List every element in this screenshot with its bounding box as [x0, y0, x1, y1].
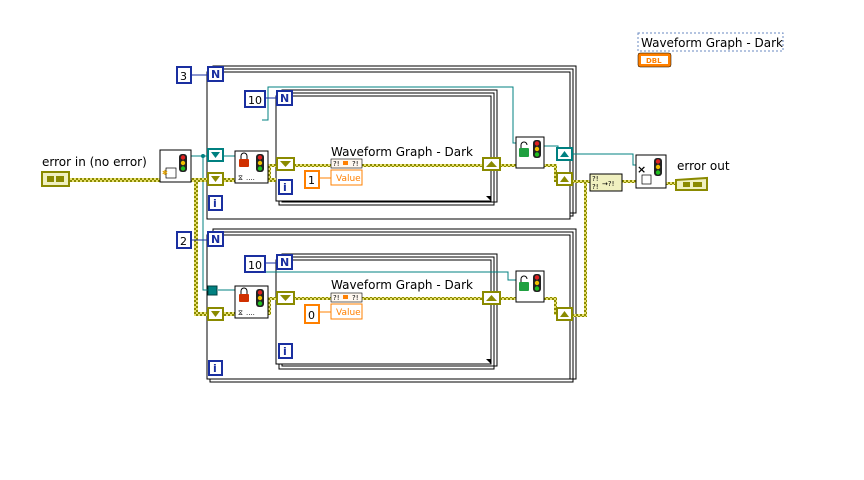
n-terminal-top: N [207, 66, 224, 82]
property-node-top[interactable]: ?! ?! Value [330, 158, 363, 186]
svg-text:N: N [280, 256, 289, 269]
inner-shift-register-left-bottom[interactable] [276, 291, 295, 305]
inner-for-loop-top[interactable] [275, 89, 498, 206]
svg-text:0: 0 [308, 309, 315, 322]
inner-shift-register-right-bottom[interactable] [482, 291, 501, 305]
inner-i-terminal-top: i [278, 179, 293, 195]
loop-count-terminal-top[interactable]: 3 [176, 66, 208, 84]
svg-text:i: i [213, 362, 217, 375]
svg-text:?!: ?! [592, 183, 599, 191]
refnum-junction [201, 154, 205, 158]
shift-register-refnum-left-top[interactable] [207, 148, 224, 162]
property-node-bottom[interactable]: ?! ?! Value [330, 292, 363, 320]
inner-shift-register-right-top[interactable] [482, 157, 501, 171]
error-out-terminal[interactable] [675, 176, 708, 191]
error-out-label: error out [677, 159, 730, 173]
property-name-bottom: Value [336, 308, 361, 318]
svg-text:→?!: →?! [602, 180, 614, 188]
i-terminal-top: i [208, 195, 223, 211]
svg-text:i: i [283, 345, 287, 358]
svg-text:....: .... [246, 174, 255, 182]
shift-register-error-left-bottom[interactable] [207, 307, 224, 321]
dbl-type-text: DBL [646, 57, 662, 65]
merge-errors-node[interactable]: ?! ?! →?! [589, 173, 623, 192]
release-lock-subvi-bottom[interactable] [515, 270, 545, 303]
loop-count-terminal-bottom[interactable]: 2 [176, 231, 208, 249]
svg-text:?!: ?! [352, 160, 359, 168]
inner-n-terminal-top: N [276, 90, 293, 106]
inner-loop-count-terminal-top[interactable]: 10 [244, 90, 277, 108]
acquire-lock-subvi-bottom[interactable]: ⧖ .... [234, 285, 269, 319]
svg-text:....: .... [246, 309, 255, 317]
inner-i-terminal-bottom: i [278, 343, 293, 359]
svg-text:×: × [637, 163, 646, 176]
shift-register-error-right-bottom[interactable] [556, 307, 573, 321]
svg-text:?!: ?! [592, 175, 599, 183]
numeric-constant-top[interactable]: 1 [304, 170, 331, 189]
n-terminal-bottom: N [207, 231, 224, 247]
svg-text:⧖: ⧖ [238, 309, 243, 317]
svg-text:1: 1 [308, 174, 315, 187]
svg-text:i: i [283, 181, 287, 194]
dbl-indicator[interactable]: Waveform Graph - Dark DBL [637, 32, 784, 68]
svg-text:N: N [211, 233, 220, 246]
property-node-label-top: Waveform Graph - Dark [331, 145, 473, 159]
svg-text:i: i [213, 197, 217, 210]
acquire-lock-subvi-top[interactable]: ⧖ .... [234, 150, 269, 184]
i-terminal-bottom: i [208, 360, 223, 376]
property-node-label-bottom: Waveform Graph - Dark [331, 278, 473, 292]
error-wires [68, 164, 678, 317]
inner-n-terminal-bottom: N [276, 254, 293, 270]
inner-shift-register-left-top[interactable] [276, 157, 295, 171]
shift-register-error-right-top[interactable] [556, 172, 573, 186]
svg-text:?!: ?! [333, 294, 340, 302]
open-reference-subvi[interactable]: ✱ [159, 149, 192, 183]
svg-text:?!: ?! [352, 294, 359, 302]
tunnel-refnum-bottom[interactable] [207, 285, 218, 296]
svg-text:N: N [280, 92, 289, 105]
svg-text:10: 10 [248, 94, 262, 107]
release-lock-subvi-top[interactable] [515, 136, 545, 169]
svg-text:10: 10 [248, 259, 262, 272]
svg-text:?!: ?! [333, 160, 340, 168]
error-in-label: error in (no error) [42, 155, 147, 169]
close-reference-subvi[interactable]: × [635, 154, 667, 189]
loop-count-top: 3 [180, 70, 187, 83]
shift-register-refnum-right-top[interactable] [556, 147, 573, 161]
svg-text:⧖: ⧖ [238, 174, 243, 182]
svg-text:✱: ✱ [162, 169, 168, 177]
error-in-terminal[interactable] [41, 171, 70, 187]
numeric-constant-bottom[interactable]: 0 [304, 304, 331, 324]
shift-register-error-left-top[interactable] [207, 172, 224, 186]
svg-text:N: N [211, 68, 220, 81]
loop-count-bottom: 2 [180, 235, 187, 248]
inner-loop-count-terminal-bottom[interactable]: 10 [244, 255, 277, 273]
property-name-top: Value [336, 174, 361, 184]
dbl-indicator-label: Waveform Graph - Dark [641, 36, 783, 50]
